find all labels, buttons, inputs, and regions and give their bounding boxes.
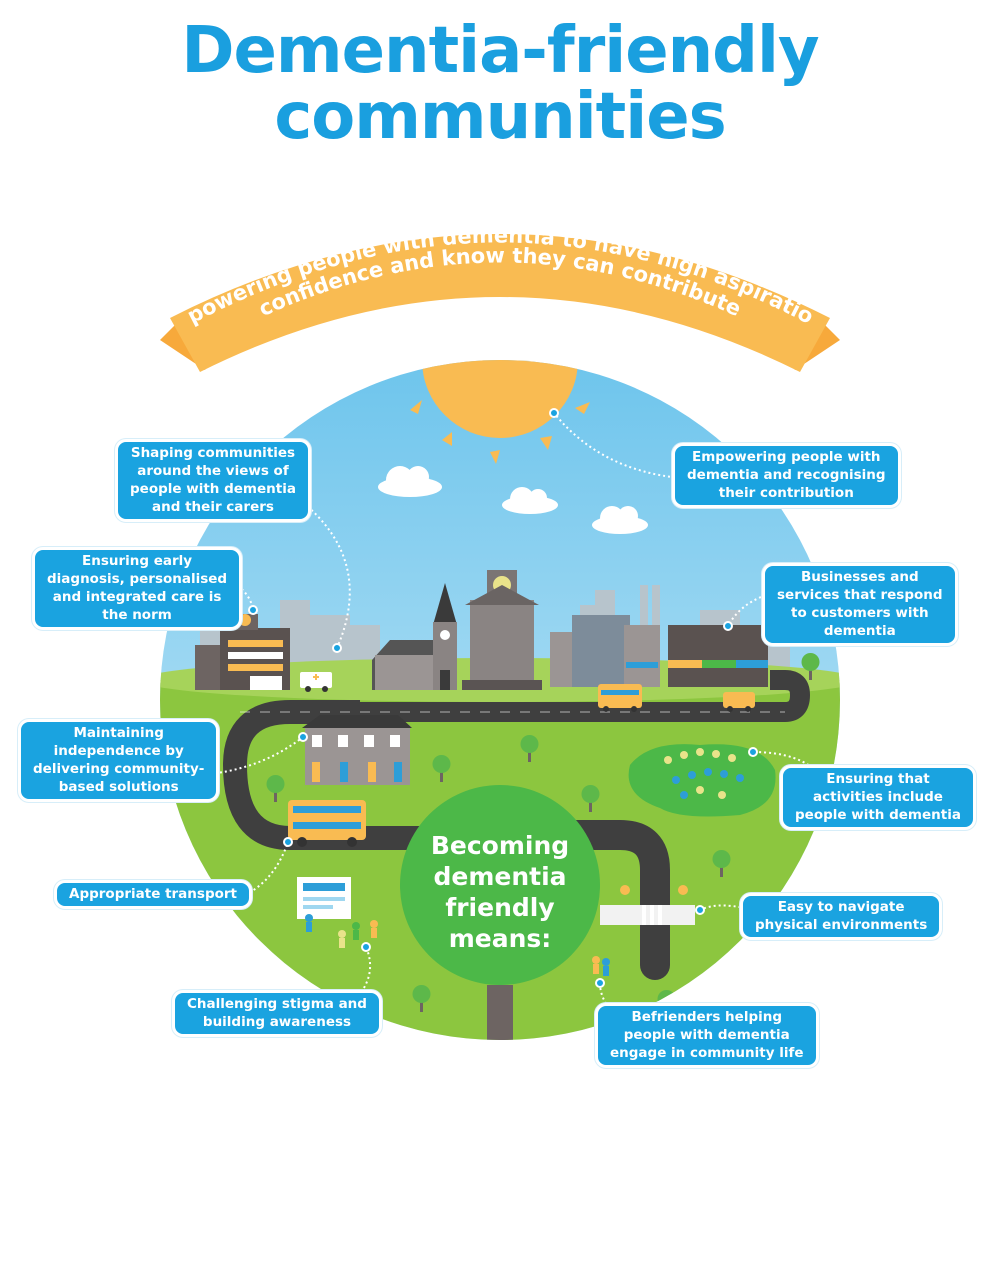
shops: [550, 615, 768, 687]
label-maintaining-independence: Maintaining independence by delivering c…: [18, 719, 220, 802]
road-curve-left: [222, 700, 420, 850]
small-bus: [598, 684, 642, 712]
label-befrienders: Befrienders helping people with dementia…: [595, 1003, 819, 1068]
page-title: Dementia-friendly communities: [0, 18, 1000, 150]
center-line-4: means:: [448, 924, 552, 953]
center-heading: Becoming dementia friendly means:: [400, 830, 600, 954]
road-top: [345, 670, 811, 722]
label-shaping-communities: Shaping communities around the views of …: [115, 439, 311, 522]
van: [723, 692, 755, 712]
label-inclusive-activities: Ensuring that activities include people …: [780, 765, 976, 830]
terraced-houses: [302, 715, 412, 785]
road-right: [545, 820, 670, 980]
connector-dots: [248, 408, 758, 988]
double-decker-bus: [288, 800, 366, 847]
title-line-2: communities: [274, 80, 726, 154]
sun: [422, 360, 578, 438]
banner-ribbon: [160, 234, 840, 372]
clouds: [378, 466, 648, 534]
sun-rays: [410, 400, 590, 464]
awareness-billboard: [297, 877, 351, 919]
label-appropriate-transport: Appropriate transport: [54, 880, 252, 909]
hospital-building: [195, 614, 290, 690]
center-circle: [400, 785, 600, 985]
church: [372, 583, 457, 690]
ribbon-band: [170, 234, 830, 372]
label-empowering-people: Empowering people with dementia and reco…: [672, 443, 901, 508]
title-line-1: Dementia-friendly: [181, 14, 819, 88]
park-activity: [628, 744, 776, 817]
label-early-diagnosis: Ensuring early diagnosis, personalised a…: [32, 547, 243, 630]
ambulance: [300, 672, 332, 692]
center-line-3: friendly: [445, 893, 555, 922]
people: [305, 914, 610, 976]
label-easy-navigation: Easy to navigate physical environments: [740, 893, 943, 940]
label-challenging-stigma: Challenging stigma and building awarenes…: [172, 990, 382, 1037]
label-businesses-services: Businesses and services that respond to …: [762, 563, 958, 646]
town-hall: [462, 570, 542, 690]
center-tree-trunk: [487, 985, 513, 1040]
center-line-1: Becoming: [430, 831, 570, 860]
center-line-2: dementia: [433, 862, 567, 891]
pedestrian-crossing: [600, 885, 695, 925]
